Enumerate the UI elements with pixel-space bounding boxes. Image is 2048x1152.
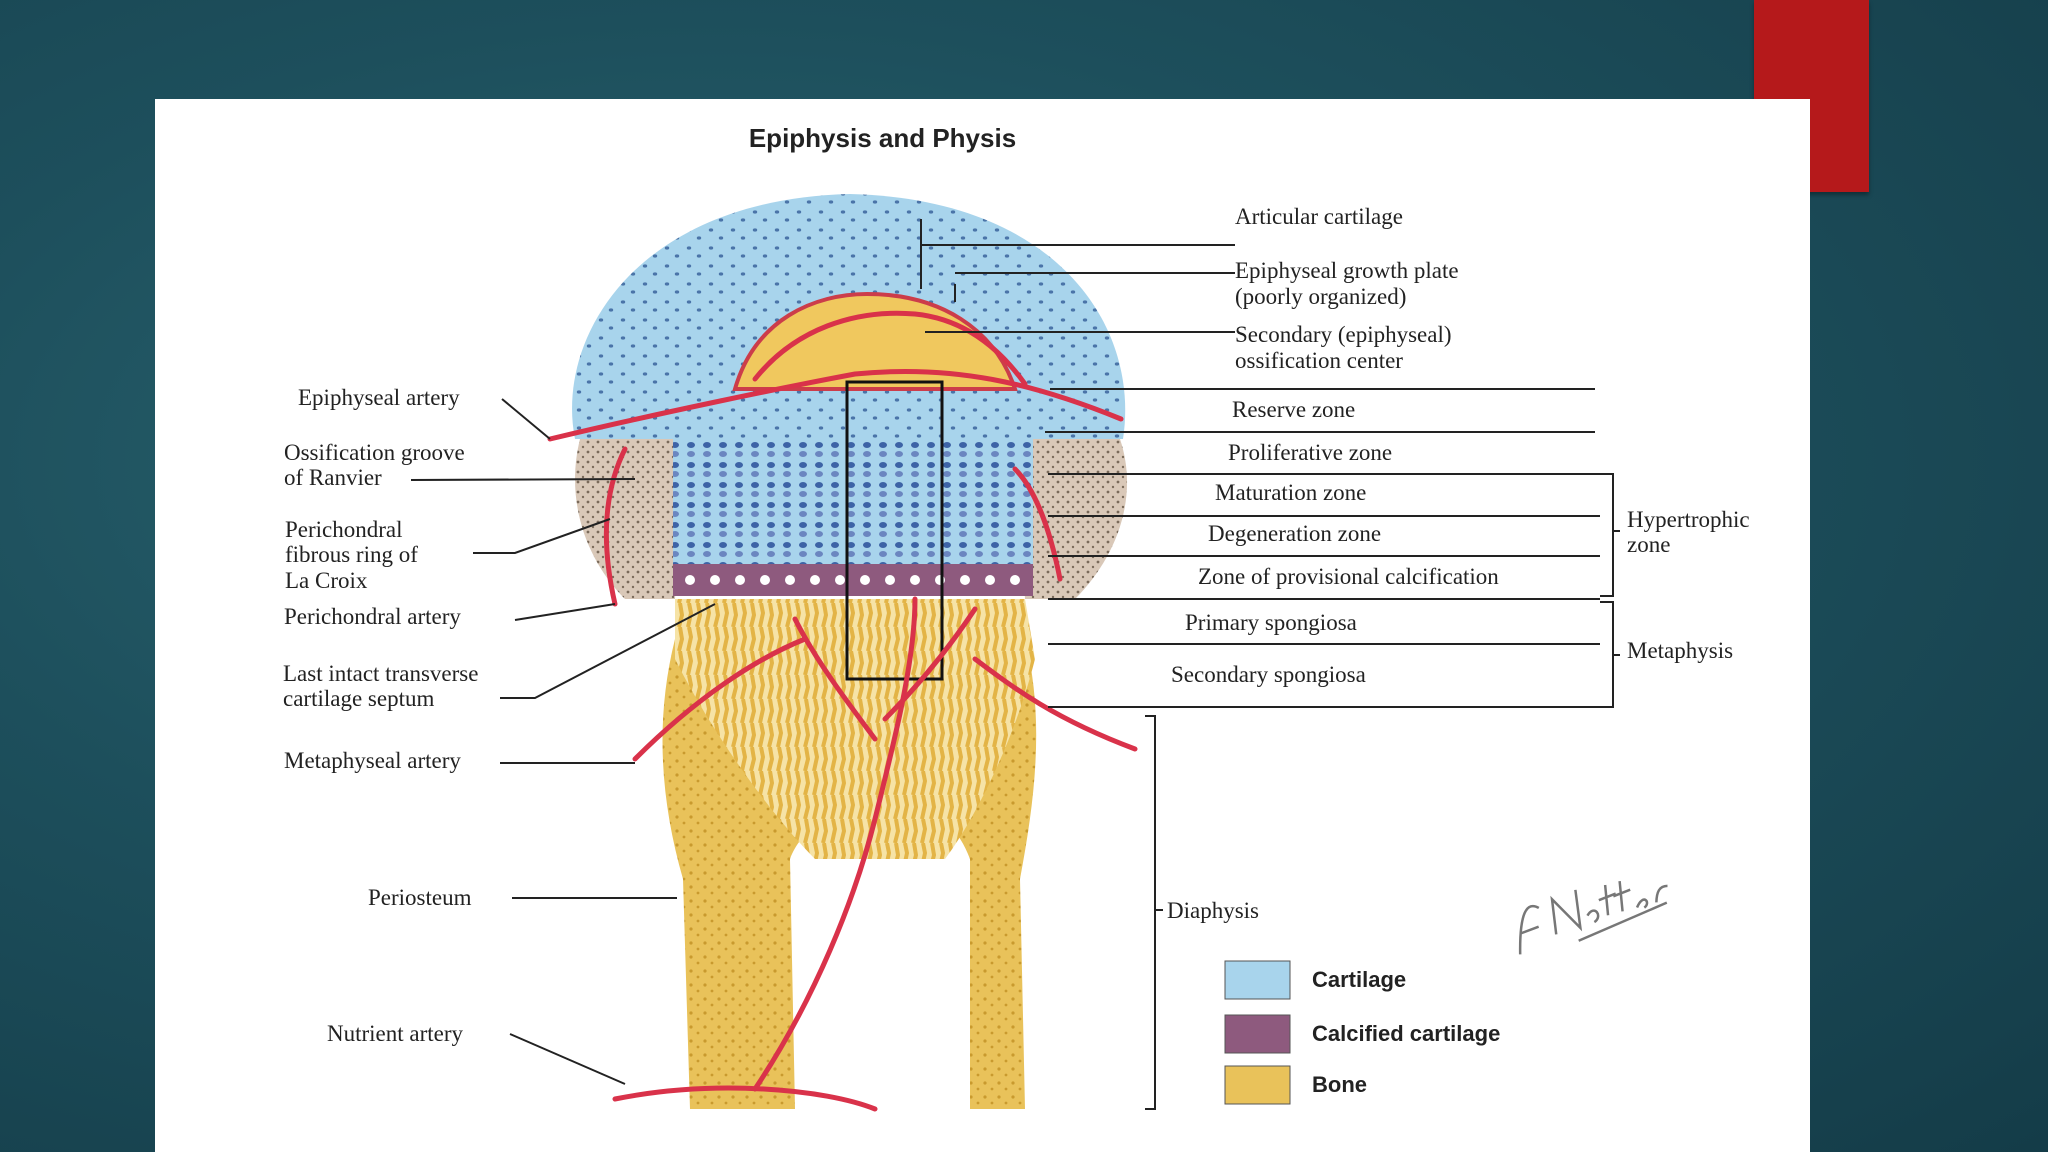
label-metaphyseal-artery: Metaphyseal artery (284, 748, 461, 773)
ranvier-groove-right (1015, 439, 1128, 599)
label-maturation-zone: Maturation zone (1215, 480, 1366, 505)
label-last-septum-line1: Last intact transverse (283, 661, 478, 686)
legend-label-cartilage: Cartilage (1312, 967, 1406, 992)
label-perichondral-ring-line3: La Croix (285, 568, 368, 593)
label-degeneration-zone: Degeneration zone (1208, 521, 1381, 546)
label-ossification-groove-line2: of Ranvier (284, 465, 382, 490)
legend-swatch-cartilage (1224, 960, 1291, 1000)
label-periosteum: Periosteum (368, 885, 472, 910)
label-perichondral-artery: Perichondral artery (284, 604, 461, 629)
label-nutrient-artery: Nutrient artery (327, 1021, 464, 1046)
bone-diagram: Epiphyseal artery Ossification groove of… (283, 194, 1750, 1112)
ranvier-groove-left (575, 439, 685, 599)
label-metaphysis: Metaphysis (1627, 638, 1733, 663)
label-articular-cartilage: Articular cartilage (1235, 204, 1403, 229)
label-perichondral-ring-line2: fibrous ring of (285, 542, 418, 567)
label-growth-plate-line1: Epiphyseal growth plate (1235, 258, 1459, 283)
label-secondary-center-line1: Secondary (epiphyseal) (1235, 322, 1452, 347)
slide-content-panel: Epiphysis and Physis (155, 99, 1810, 1152)
metaphysis-spongiosa (675, 599, 1035, 859)
label-hypertrophic-line1: Hypertrophic (1627, 507, 1750, 532)
growth-plate-columns (673, 439, 1033, 564)
epiphyseal-artery-vessel (547, 368, 1124, 442)
legend-swatch-bone (1224, 1065, 1291, 1105)
arteries (547, 310, 1138, 1112)
medullary-cavity (790, 811, 970, 1109)
legend: Cartilage Calcified cartilage Bone (1224, 960, 1500, 1105)
calcified-cells (685, 575, 1020, 585)
diagram-title: Epiphysis and Physis (748, 123, 1017, 153)
label-growth-plate-line2: (poorly organized) (1235, 284, 1406, 309)
legend-swatch-calcified (1224, 1014, 1291, 1054)
label-diaphysis: Diaphysis (1167, 898, 1259, 923)
label-hypertrophic-line2: zone (1627, 532, 1670, 557)
highlight-box (845, 380, 944, 681)
label-reserve-zone: Reserve zone (1232, 397, 1355, 422)
perichondral-artery-vessel (603, 446, 628, 607)
label-provisional-calcification: Zone of provisional calcification (1198, 564, 1499, 589)
label-ossification-groove-line1: Ossification groove (284, 440, 465, 465)
metaphyseal-artery-vessel (632, 636, 808, 762)
label-proliferative-zone: Proliferative zone (1228, 440, 1392, 465)
label-secondary-spongiosa: Secondary spongiosa (1171, 662, 1366, 687)
calcified-cartilage-band (673, 564, 1033, 596)
label-perichondral-ring-line1: Perichondral (285, 517, 403, 542)
label-primary-spongiosa: Primary spongiosa (1185, 610, 1357, 635)
netter-signature (1518, 881, 1668, 955)
nutrient-artery-vessel (612, 596, 918, 1112)
legend-label-bone: Bone (1312, 1072, 1367, 1097)
label-secondary-center-line2: ossification center (1235, 348, 1403, 373)
legend-label-calcified: Calcified cartilage (1312, 1021, 1500, 1046)
label-last-septum-line2: cartilage septum (283, 686, 434, 711)
label-epiphyseal-artery: Epiphyseal artery (298, 385, 460, 410)
